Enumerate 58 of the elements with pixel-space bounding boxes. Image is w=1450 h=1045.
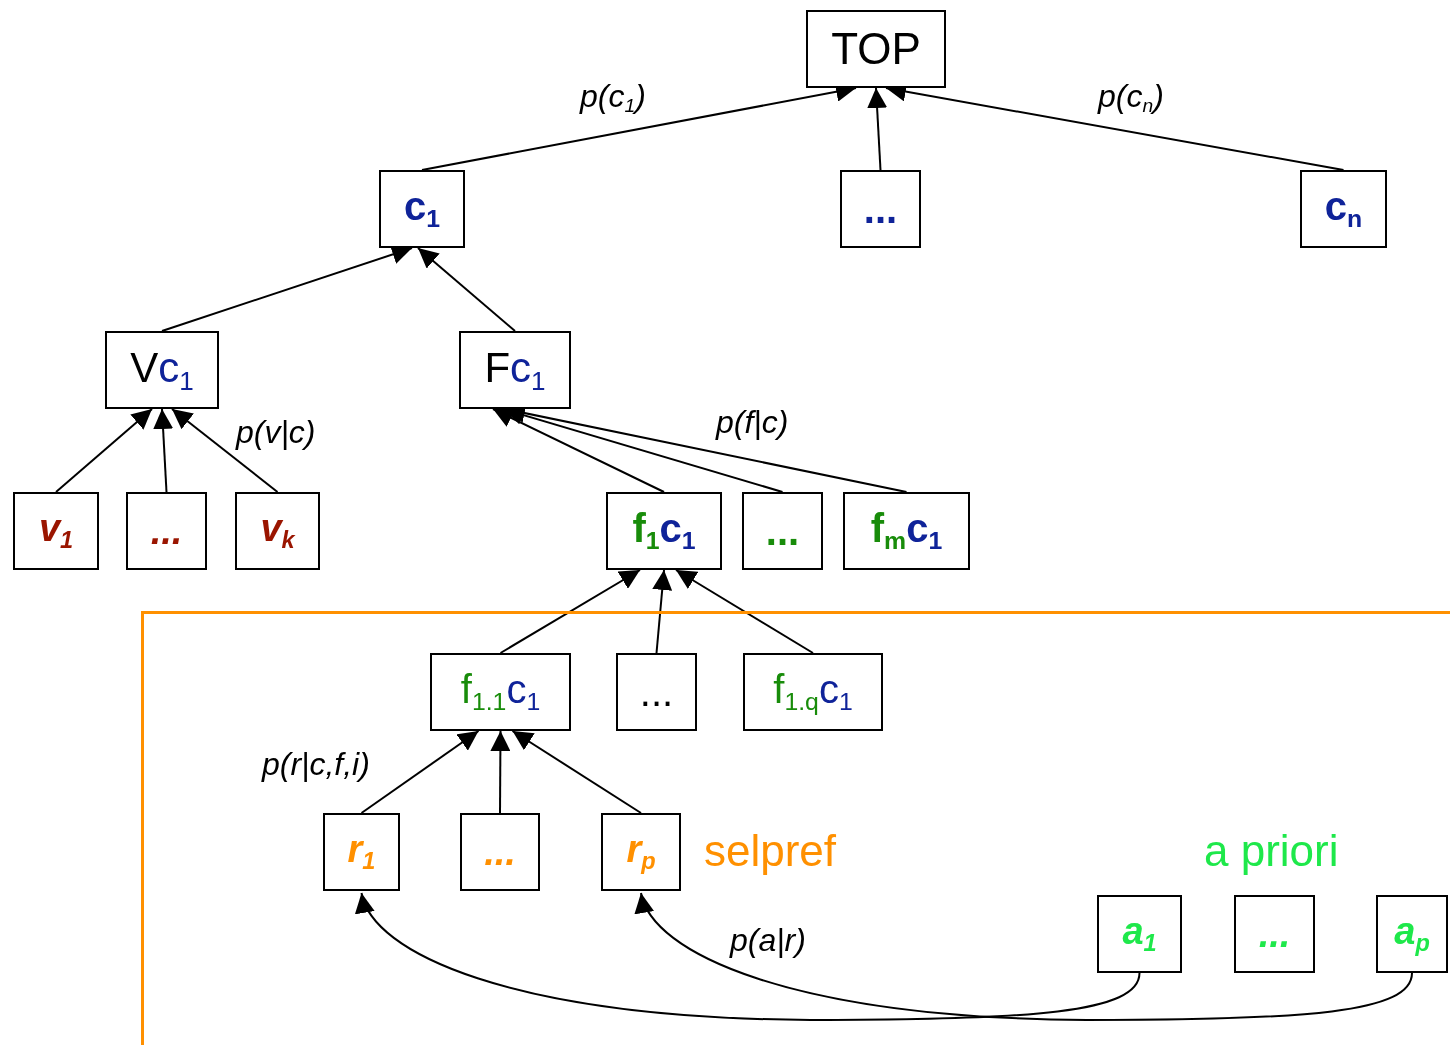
node-box bbox=[742, 492, 823, 570]
arrow bbox=[492, 408, 665, 493]
arrow bbox=[417, 247, 516, 332]
prior-label: a$_{1}$ bbox=[1122, 912, 1157, 956]
arrow bbox=[490, 730, 511, 814]
role-label: ... bbox=[484, 833, 516, 871]
node-label: ... bbox=[639, 672, 674, 712]
region-frame bbox=[141, 611, 1450, 1045]
node-box bbox=[601, 813, 681, 891]
feature-label: f$_{1.1}$c$_{1}$ bbox=[460, 668, 541, 716]
role-label: r$_{1}$ bbox=[347, 830, 376, 874]
node-box bbox=[616, 653, 697, 731]
node-box bbox=[235, 492, 320, 570]
feature-label: ... bbox=[765, 511, 800, 551]
node-box bbox=[379, 170, 465, 248]
arrow bbox=[360, 730, 480, 814]
arrow bbox=[652, 569, 673, 654]
class-label: c$_{1}$ bbox=[403, 185, 440, 233]
node-box bbox=[460, 813, 540, 891]
feature-label: f$_{1.q}$c$_{1}$ bbox=[773, 668, 853, 716]
prior-label: ... bbox=[1258, 915, 1291, 953]
node-box bbox=[1234, 895, 1315, 973]
arrow bbox=[867, 87, 888, 171]
role-label: r$_{p}$ bbox=[626, 830, 656, 874]
arrow bbox=[171, 408, 279, 493]
node-box bbox=[840, 170, 921, 248]
feature-label: f$_{1}$c$_{1}$ bbox=[632, 507, 696, 555]
class-label: c$_{n}$ bbox=[1324, 185, 1363, 233]
node-box bbox=[1300, 170, 1387, 248]
node-box bbox=[459, 331, 571, 409]
value-label: v$_{k}$ bbox=[260, 509, 295, 553]
arrow bbox=[511, 730, 642, 814]
node-box bbox=[806, 10, 946, 88]
group-label: a priori bbox=[1204, 826, 1339, 876]
arrow bbox=[55, 408, 153, 493]
arrow bbox=[153, 408, 174, 493]
node-box bbox=[743, 653, 883, 731]
node-label: Fc$_{1}$ bbox=[484, 346, 546, 394]
class-label: ... bbox=[863, 189, 898, 229]
node-box bbox=[105, 331, 219, 409]
node-label: TOP bbox=[831, 27, 921, 71]
node-box bbox=[1376, 895, 1448, 973]
node-box bbox=[126, 492, 207, 570]
node-box bbox=[13, 492, 99, 570]
node-box bbox=[1097, 895, 1182, 973]
feature-label: f$_{m}$c$_{1}$ bbox=[870, 507, 943, 555]
arrow bbox=[499, 569, 641, 654]
arrow bbox=[675, 569, 814, 654]
prior-label: a$_{p}$ bbox=[1394, 912, 1430, 956]
arrow bbox=[358, 892, 1141, 1021]
node-box bbox=[430, 653, 571, 731]
node-label: Vc$_{1}$ bbox=[130, 346, 194, 394]
group-label: selpref bbox=[704, 826, 837, 876]
node-box bbox=[843, 492, 970, 570]
value-label: ... bbox=[150, 512, 183, 550]
node-box bbox=[323, 813, 400, 891]
node-box bbox=[606, 492, 722, 570]
value-label: v$_{1}$ bbox=[38, 509, 74, 553]
